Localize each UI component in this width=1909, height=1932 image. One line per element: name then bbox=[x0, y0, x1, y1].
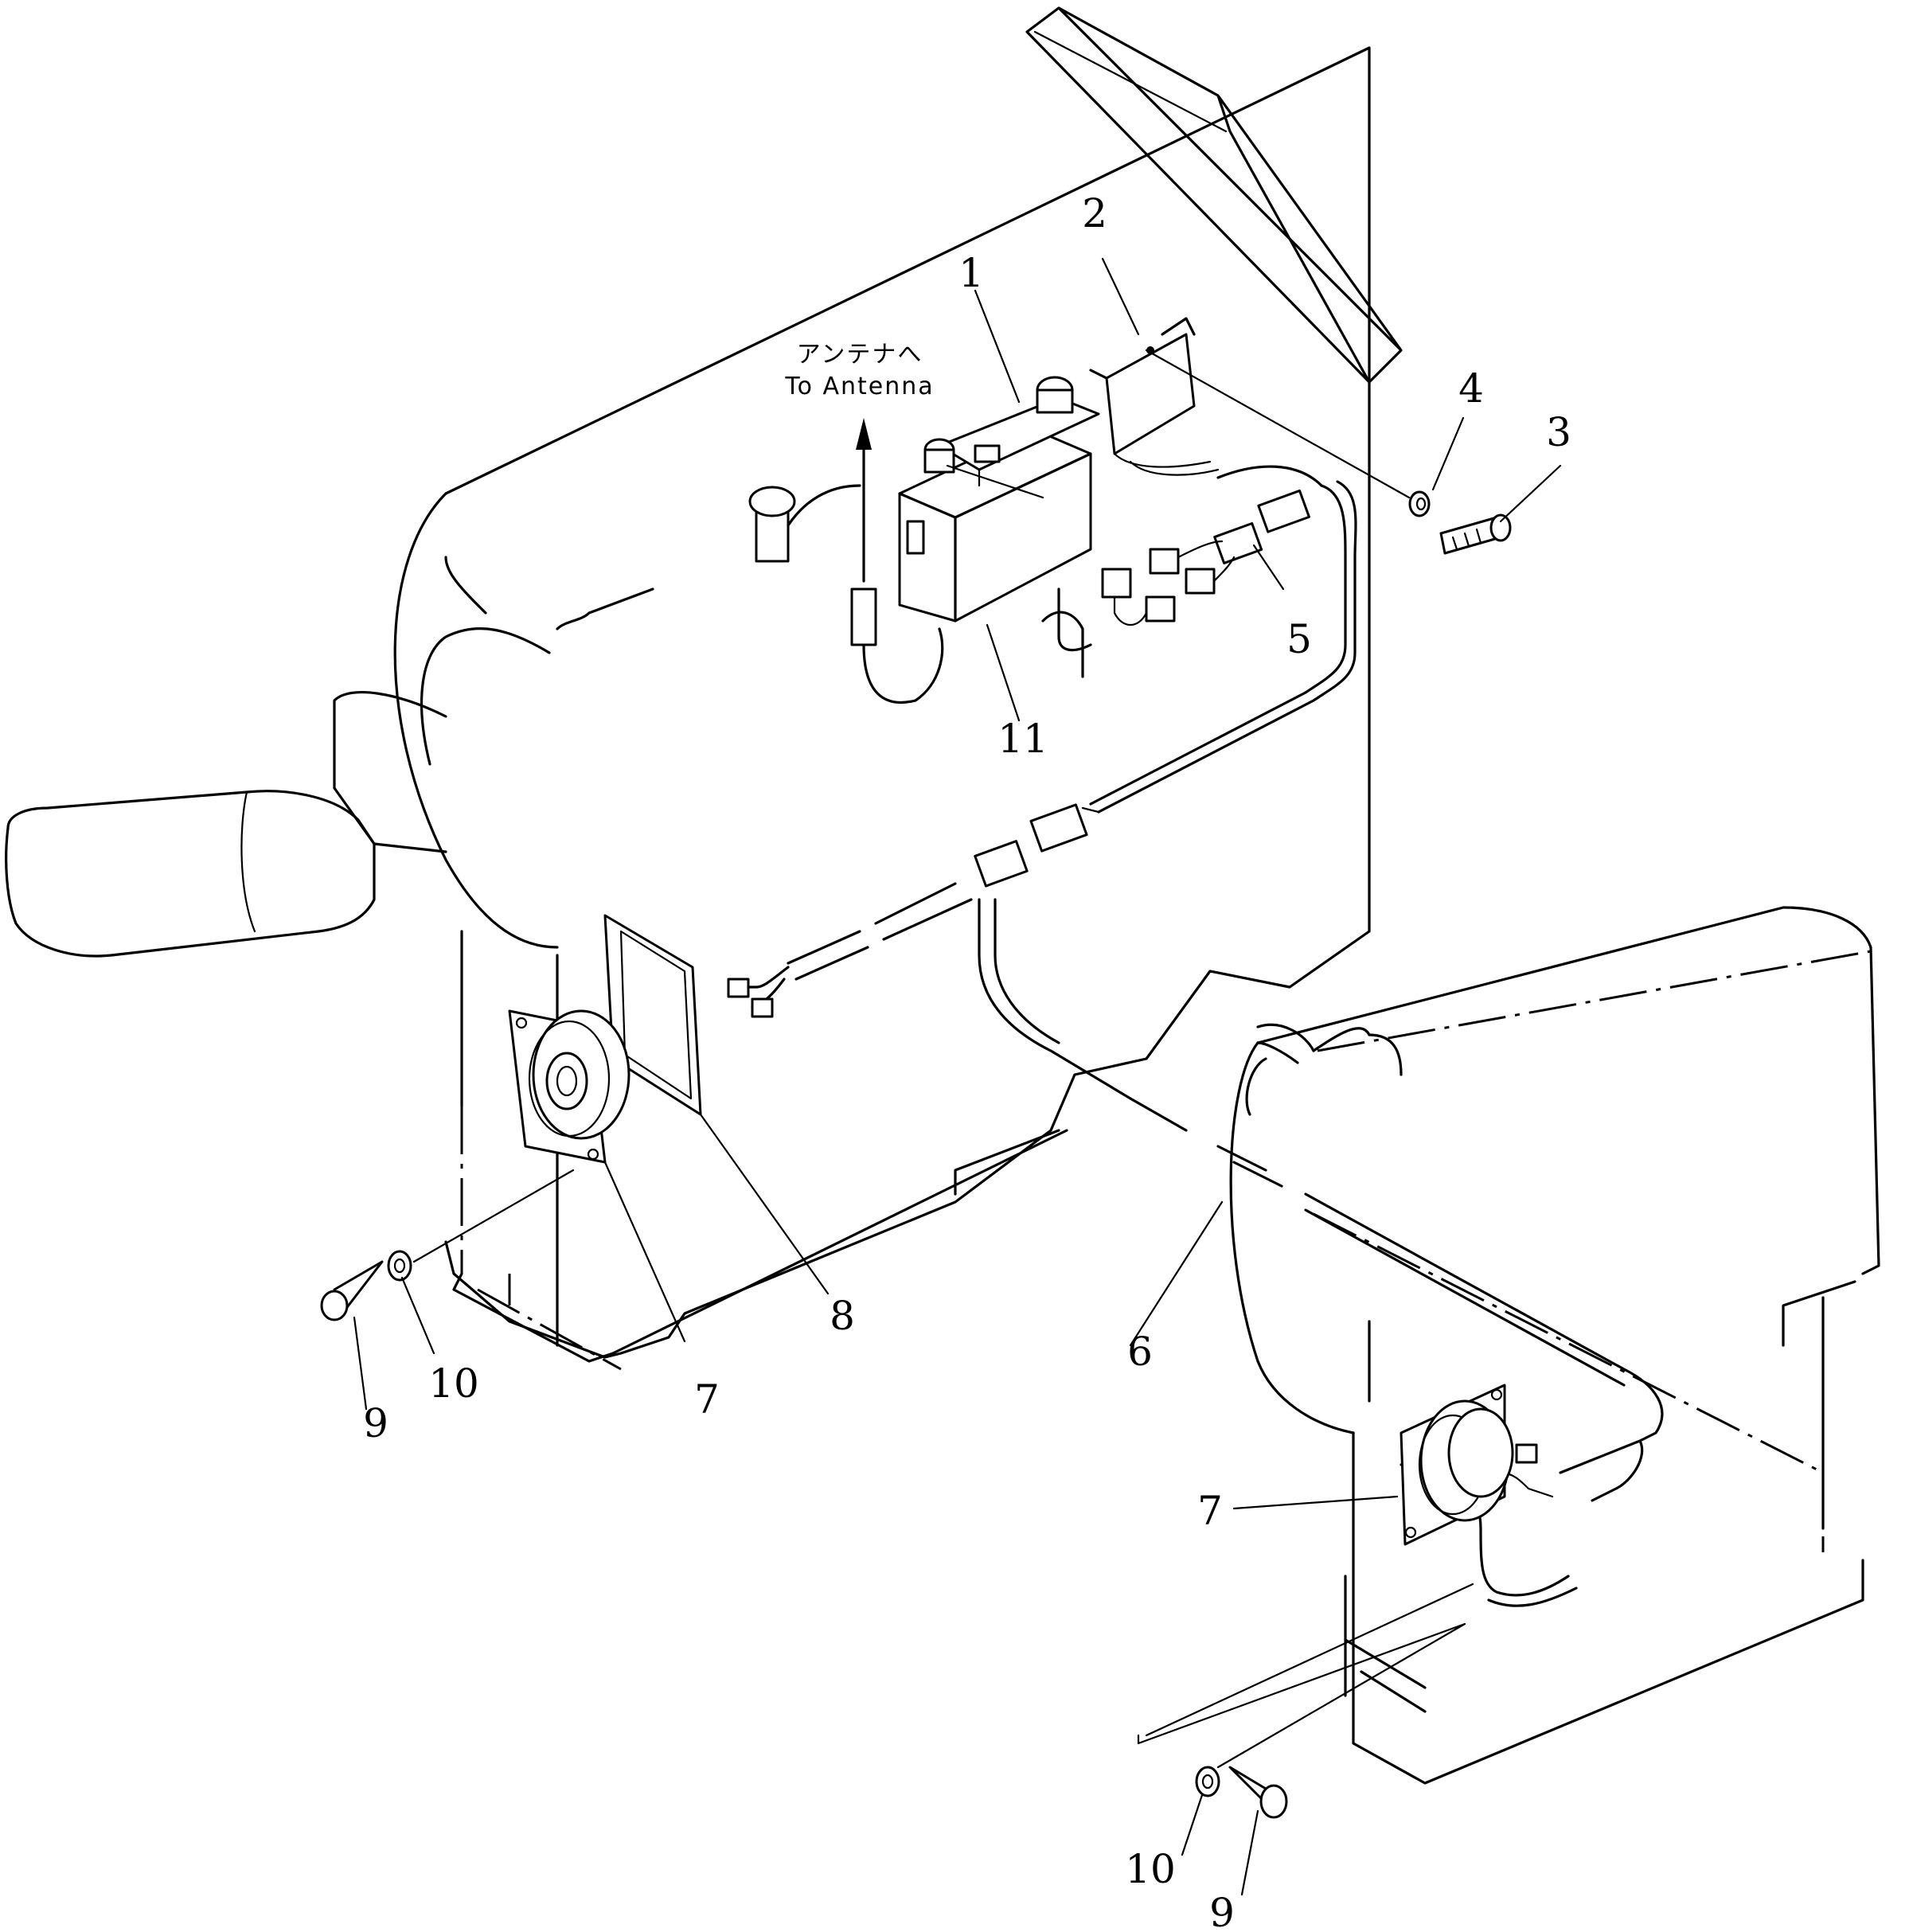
wiring-harness bbox=[727, 465, 1664, 1607]
callout-8: 8 bbox=[830, 1293, 855, 1339]
callout-10-right: 10 bbox=[1125, 1846, 1176, 1892]
callout-6: 6 bbox=[1127, 1329, 1153, 1375]
callout-3: 3 bbox=[1546, 409, 1571, 455]
callout-5: 5 bbox=[1286, 616, 1312, 662]
assembly-lines bbox=[412, 349, 1474, 1769]
callout-4: 4 bbox=[1458, 365, 1484, 412]
speaker-right bbox=[1400, 1384, 1514, 1546]
washer-10-left bbox=[387, 1250, 412, 1282]
left-cab-housing bbox=[5, 6, 1403, 1371]
callout-10-left: 10 bbox=[428, 1360, 479, 1407]
radio-switch bbox=[906, 520, 925, 555]
radio-unit bbox=[748, 376, 1100, 704]
mounting-bracket bbox=[1089, 317, 1220, 476]
callout-1: 1 bbox=[958, 250, 984, 296]
antenna-caption-jp: アンテナへ bbox=[797, 341, 923, 369]
washer-4 bbox=[1408, 490, 1431, 517]
antenna-caption-en: To Antenna bbox=[784, 373, 934, 400]
leader-lines bbox=[353, 257, 1562, 1896]
callout-9-right: 9 bbox=[1209, 1890, 1235, 1932]
speaker-left bbox=[508, 914, 702, 1164]
callout-7-right: 7 bbox=[1197, 1488, 1223, 1534]
callout-2: 2 bbox=[1082, 190, 1107, 236]
callout-9-left: 9 bbox=[363, 1400, 388, 1446]
callout-7-left: 7 bbox=[694, 1376, 720, 1423]
washer-10-right bbox=[1195, 1766, 1220, 1797]
callout-11: 11 bbox=[997, 716, 1048, 762]
fasteners bbox=[320, 490, 1512, 1819]
